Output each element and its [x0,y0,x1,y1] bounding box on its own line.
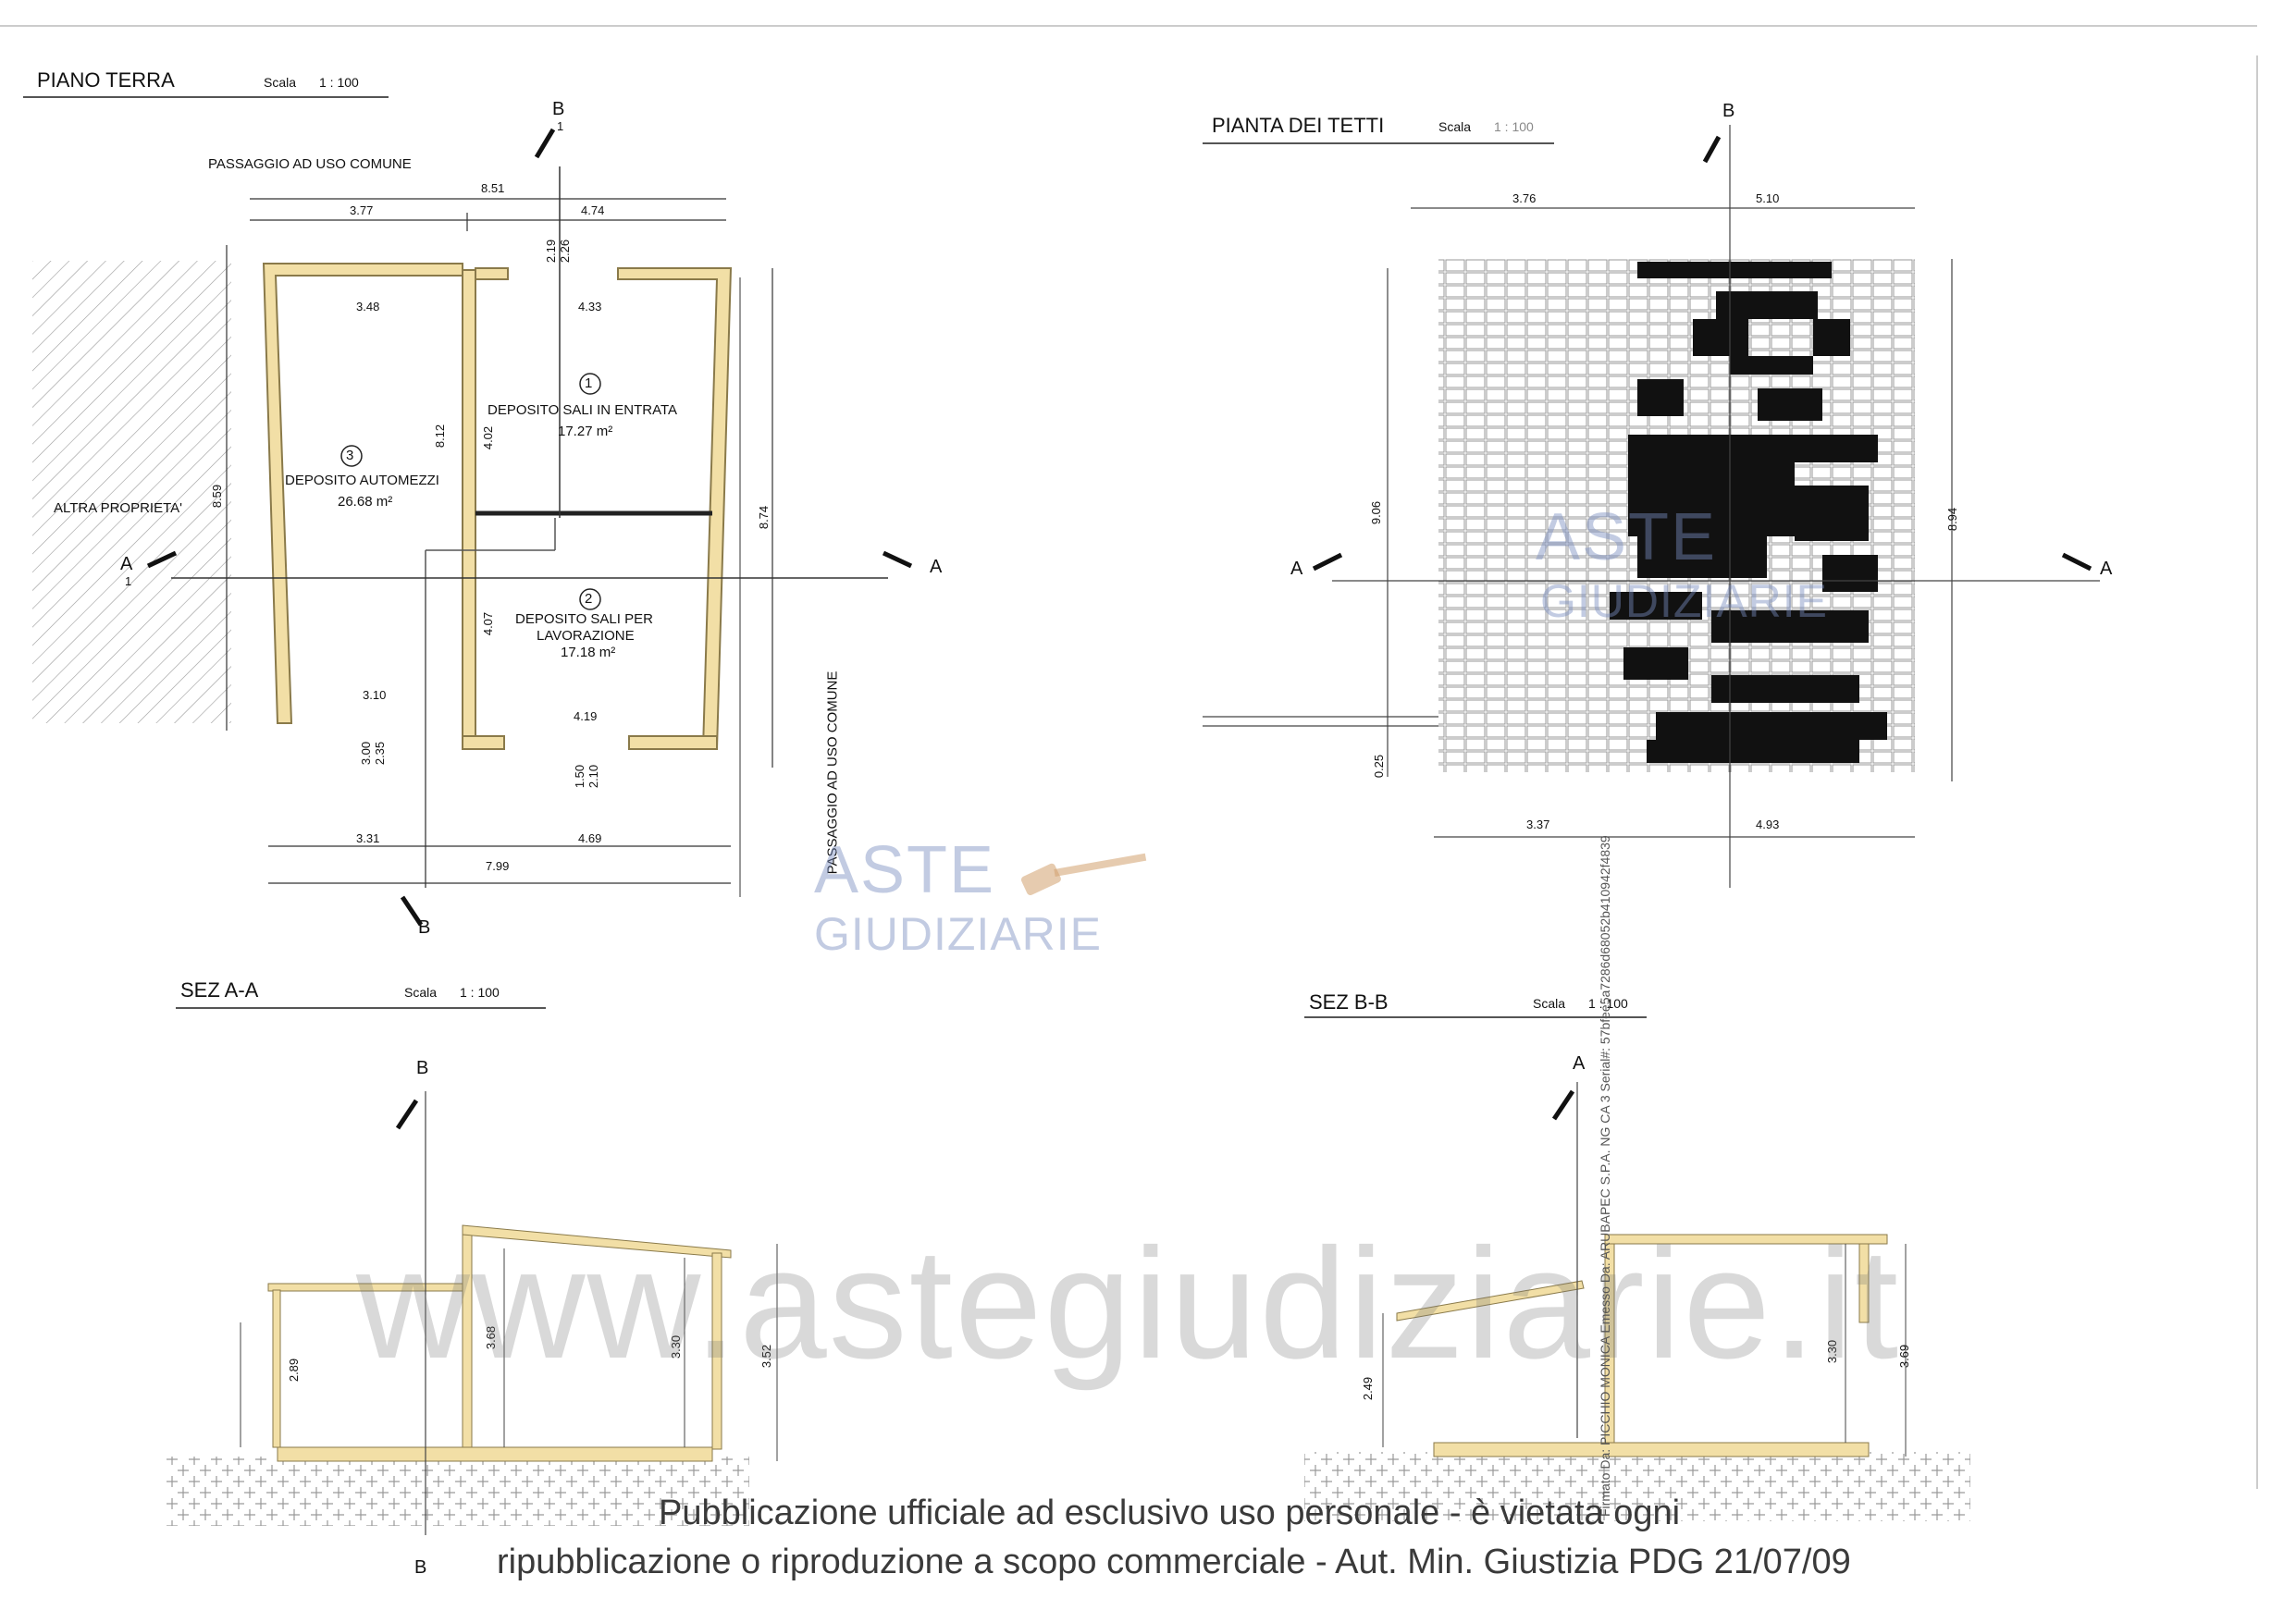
roof-dim-top-right: 5.10 [1756,191,1780,205]
roof-dim-right-height: 8.94 [1945,507,1960,532]
footer-line-2: ripubblicazione o riproduzione a scopo c… [497,1543,1851,1581]
section-mark-a-right: A [930,557,943,577]
section-mark-b-top-sub: 1 [557,119,564,133]
wall-bottom-right [628,735,718,750]
roof-section-mark-a-left: A [1290,559,1303,579]
footer-line-1: Pubblicazione ufficiale ad esclusivo uso… [659,1494,1681,1532]
section-bb-scale: 1 : 100 [1588,996,1628,1011]
watermark-brand-bottom: GIUDIZIARIE [814,908,1103,960]
roof-dim-left-height: 9.06 [1369,500,1384,525]
other-property-label: ALTRA PROPRIETA' [54,500,183,516]
roof-dim-bottom-right: 4.93 [1756,818,1780,831]
dim-top-total: 8.51 [481,181,505,195]
room-3-area: 26.68 m² [338,494,393,510]
room-3-name: DEPOSITO AUTOMEZZI [285,473,439,488]
roof-plan-scale-label: Scala [1438,119,1472,134]
ground-floor-scale: 1 : 100 [319,75,359,90]
watermark-site: www.astegiudiziarie.it [356,1216,1901,1392]
dim-left-height: 8.59 [210,484,225,509]
dim-door-right-a: 1.50 [573,764,587,789]
roof-plan-title: PIANTA DEI TETTI [1212,114,1385,137]
wall-middle [462,269,476,744]
wall-right [617,267,733,750]
section-bb [1304,1016,1970,1521]
dim-door-top-a: 2.19 [544,239,559,264]
digital-signature: Firmato Da: PICCHIO MONICA Emesso Da: AR… [1598,835,1612,1517]
section-mark-b-bottom: B [418,917,431,938]
section-bb-title: SEZ B-B [1309,990,1389,1014]
dim-door-right-b: 2.10 [586,764,601,789]
watermark-brand-top: ASTE [814,833,996,907]
section-bb-mark-a: A [1573,1053,1586,1074]
room-1-area: 17.27 m² [558,424,613,439]
ground-floor-plan [23,96,913,927]
room-1-marker [579,373,601,395]
dim-inner-left-bottom: 3.10 [363,688,387,702]
dim-mid-height: 8.12 [433,424,448,449]
section-aa-scale-label: Scala [404,985,438,1000]
wall-left [262,263,463,724]
room-1-number: 1 [585,375,593,391]
section-aa [167,1007,778,1535]
dim-inner-right-bottom: 4.19 [574,709,598,723]
section-mark-a-left: A [120,554,133,574]
ground-floor-title: PIANO TERRA [37,68,175,92]
dim-top-left: 3.77 [350,203,374,217]
roof-section-mark-a-right: A [2100,559,2113,579]
dim-room2-height: 4.07 [481,611,496,636]
room-3-marker [340,445,363,467]
section-aa-title: SEZ A-A [180,978,259,1002]
section-mark-a-left-sub: 1 [125,574,132,588]
section-aa-scale: 1 : 100 [460,985,500,1000]
room-2-name: DEPOSITO SALI PER [515,611,653,627]
section-aa-h1: 2.89 [287,1358,302,1383]
passage-top-label: PASSAGGIO AD USO COMUNE [208,156,412,172]
section-aa-mark-b-bottom: B [414,1557,427,1578]
dim-inner-right-top: 4.33 [578,300,602,314]
room-1-name: DEPOSITO SALI IN ENTRATA [488,402,678,418]
roof-dim-small: 0.25 [1372,754,1387,779]
dim-door-left-a: 3.00 [359,741,374,766]
dim-room1-height: 4.02 [481,425,496,450]
room-2-marker [579,588,601,610]
gavel-logo [1020,853,1147,896]
wall-bottom-left [462,735,505,750]
room-2-area: 17.18 m² [561,645,616,660]
dim-top-right: 4.74 [581,203,605,217]
dim-door-top-b: 2.26 [558,239,573,264]
other-property-hatch [32,261,231,723]
roof-section-mark-b: B [1722,101,1735,121]
section-mark-b-top: B [552,99,565,119]
dim-inner-left-top: 3.48 [356,300,380,314]
room-2-number: 2 [585,591,593,607]
roof-dim-top-left: 3.76 [1512,191,1537,205]
dim-door-left-b: 2.35 [373,741,388,766]
room-3-number: 3 [346,448,354,463]
room-2-name-line2: LAVORAZIONE [537,628,635,644]
roof-plan [1203,125,2100,888]
dim-bottom-total: 7.99 [486,859,510,873]
ground-bb [1304,1452,1970,1521]
roof-dark-area [1610,262,1887,763]
roof-plan-scale: 1 : 100 [1494,119,1534,134]
ground-aa [167,1457,749,1526]
section-aa-mark-b: B [416,1058,429,1078]
dim-bottom-left: 3.31 [356,831,380,845]
section-bb-scale-label: Scala [1533,996,1566,1011]
watermark-roof-brand-bottom: GIUDIZIARIE [1540,575,1829,627]
ground-floor-scale-label: Scala [264,75,297,90]
watermark-roof-brand-top: ASTE [1536,500,1718,574]
roof-dim-bottom-left: 3.37 [1526,818,1550,831]
dim-bottom-right: 4.69 [578,831,602,845]
dim-right-height: 8.74 [757,505,772,530]
